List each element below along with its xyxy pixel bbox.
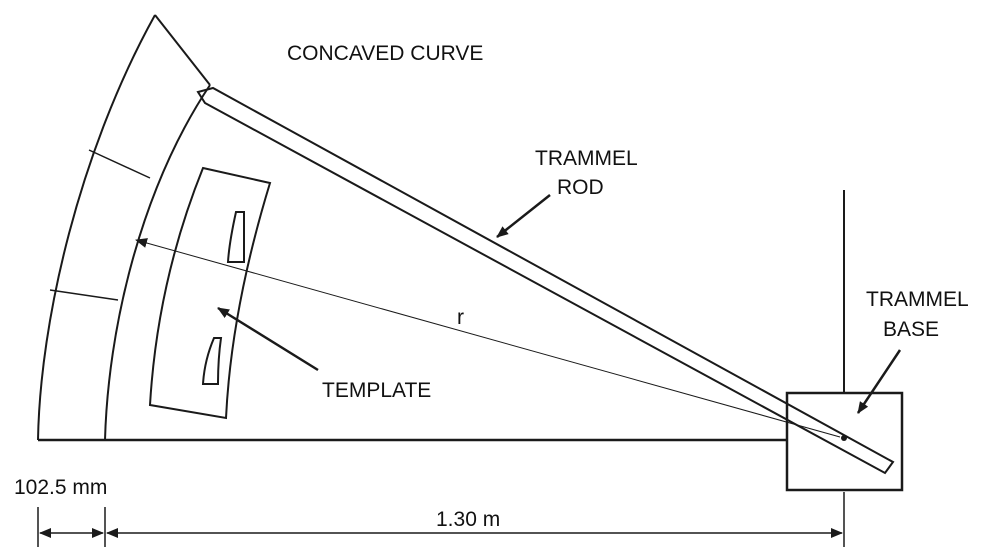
template-handle-bottom: [201, 337, 223, 385]
brick-joint: [49, 289, 119, 301]
trammel-rod-label-line2: ROD: [557, 176, 604, 199]
trammel-rod-label-line1: TRAMMEL: [535, 147, 638, 170]
template-handle-top: [226, 211, 245, 263]
trammel-base: [785, 190, 904, 492]
trammel-rod: [196, 86, 895, 475]
trammel-rod-end: [197, 91, 206, 104]
trammel-rod-leader: [496, 194, 551, 238]
wall-top-edge: [154, 14, 211, 86]
template-outline: [148, 166, 272, 420]
dimensions: [37, 492, 845, 547]
trammel-base-label-line2: BASE: [883, 318, 939, 341]
template-shape: [148, 166, 272, 420]
outer-arc: [37, 14, 156, 441]
dim-wall-label: 102.5 mm: [14, 476, 107, 499]
radius-label: r: [457, 306, 464, 329]
radius-line: [135, 238, 841, 438]
concave-curve-wall: [37, 14, 211, 441]
template-leader: [217, 306, 319, 372]
trammel-base-label-line1: TRAMMEL: [866, 288, 969, 311]
trammel-rod-body: [196, 86, 895, 475]
trammel-base-leader: [856, 349, 902, 414]
dim-radius-label: 1.30 m: [436, 508, 500, 531]
pivot-point: [841, 435, 847, 441]
template-label: TEMPLATE: [322, 379, 431, 402]
inner-arc: [104, 84, 211, 441]
title-label: CONCAVED CURVE: [287, 42, 483, 65]
trammel-base-box: [785, 391, 904, 492]
brick-joint: [88, 149, 151, 179]
